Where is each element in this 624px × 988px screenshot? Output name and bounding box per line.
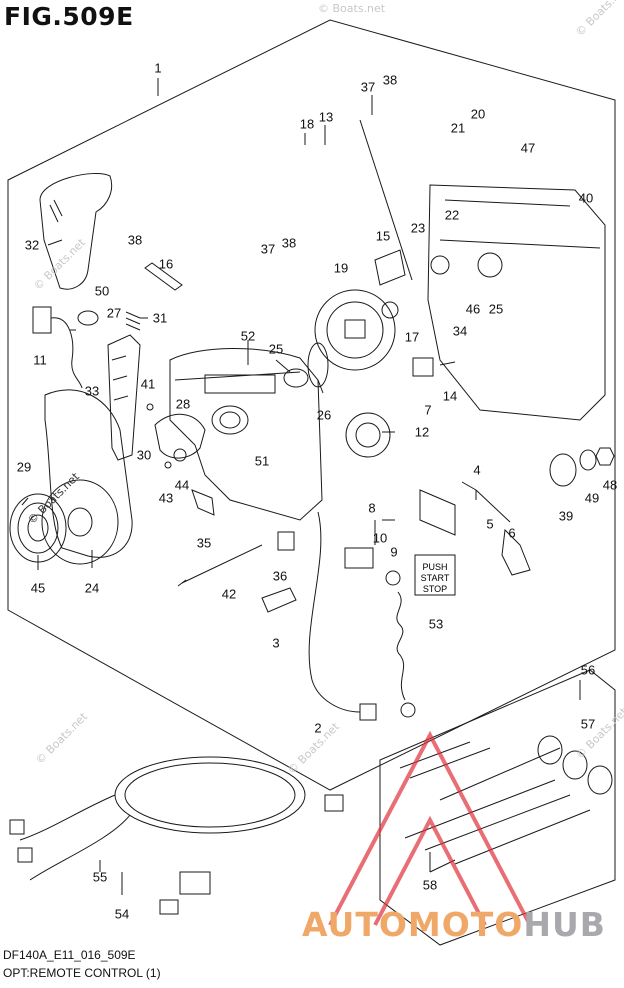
callout-24: 24: [84, 580, 100, 596]
callout-38: 38: [281, 235, 297, 251]
callout-4: 4: [473, 462, 481, 478]
callout-6: 6: [508, 525, 516, 541]
callout-37: 37: [260, 241, 276, 257]
callout-25: 25: [488, 301, 504, 317]
brand-part2: HUB: [523, 905, 606, 944]
callout-48: 48: [602, 477, 618, 493]
callout-19: 19: [333, 260, 349, 276]
push-button-line2: START: [421, 573, 450, 583]
callout-9: 9: [390, 544, 398, 560]
brand-wordmark: AUTOMOTOHUB: [302, 905, 606, 944]
callout-18: 18: [299, 116, 315, 132]
callout-25: 25: [268, 341, 284, 357]
callout-28: 28: [175, 396, 191, 412]
callout-54: 54: [114, 906, 130, 922]
callout-40: 40: [578, 190, 594, 206]
callout-47: 47: [520, 140, 536, 156]
callout-13: 13: [318, 109, 334, 125]
callout-11: 11: [33, 352, 47, 368]
callout-42: 42: [221, 586, 237, 602]
main-housing: [427, 184, 606, 421]
callout-38: 38: [127, 232, 143, 248]
callout-41: 41: [140, 376, 156, 392]
callout-17: 17: [404, 329, 420, 345]
callout-35: 35: [196, 535, 212, 551]
figure-title: FIG.509E: [4, 2, 134, 31]
control-body: [169, 348, 323, 521]
callout-52: 52: [240, 328, 256, 344]
callout-21: 21: [450, 120, 466, 136]
callout-55: 55: [92, 869, 108, 885]
callout-3: 3: [272, 635, 280, 651]
callout-39: 39: [558, 508, 574, 524]
callout-58: 58: [422, 877, 438, 893]
callout-51: 51: [254, 453, 270, 469]
side-cover: [44, 389, 133, 558]
callout-37: 37: [360, 79, 376, 95]
callout-33: 33: [84, 383, 100, 399]
callout-5: 5: [486, 516, 494, 532]
callout-14: 14: [442, 388, 458, 404]
callout-8: 8: [368, 500, 376, 516]
harness-loop: [114, 756, 306, 834]
callout-1: 1: [154, 60, 162, 76]
assembly-frame: [7, 19, 616, 791]
figure-code: DF140A_E11_016_509E: [3, 948, 136, 962]
callout-31: 31: [152, 310, 168, 326]
callout-16: 16: [158, 256, 174, 272]
callout-50: 50: [94, 283, 110, 299]
callout-20: 20: [470, 106, 486, 122]
callout-45: 45: [30, 580, 46, 596]
figure-caption: OPT:REMOTE CONTROL (1): [3, 966, 161, 980]
callout-32: 32: [24, 237, 40, 253]
callout-44: 44: [174, 477, 190, 493]
callout-27: 27: [106, 305, 122, 321]
callout-22: 22: [444, 207, 460, 223]
callout-30: 30: [136, 447, 152, 463]
callout-43: 43: [158, 490, 174, 506]
callout-29: 29: [16, 459, 32, 475]
callout-46: 46: [465, 301, 481, 317]
handle-grip: [39, 173, 113, 290]
push-button-line3: STOP: [423, 584, 447, 594]
callout-7: 7: [424, 402, 432, 418]
callout-38: 38: [382, 72, 398, 88]
callout-49: 49: [584, 490, 600, 506]
callout-57: 57: [580, 716, 596, 732]
callout-53: 53: [428, 616, 444, 632]
callout-34: 34: [452, 323, 468, 339]
callout-2: 2: [314, 720, 322, 736]
callout-23: 23: [410, 220, 426, 236]
callout-15: 15: [375, 228, 391, 244]
push-button-outline: [414, 554, 456, 596]
callout-56: 56: [580, 662, 596, 678]
brand-triangle: [328, 730, 532, 926]
push-button-line1: PUSH: [422, 562, 447, 572]
callout-36: 36: [272, 568, 288, 584]
kit-frame: [379, 669, 616, 946]
callout-12: 12: [414, 424, 430, 440]
brand-part1: AUTOMOTO: [302, 905, 524, 944]
callout-10: 10: [372, 530, 388, 546]
watermark: © Boats.net: [318, 2, 386, 15]
callout-26: 26: [316, 407, 332, 423]
